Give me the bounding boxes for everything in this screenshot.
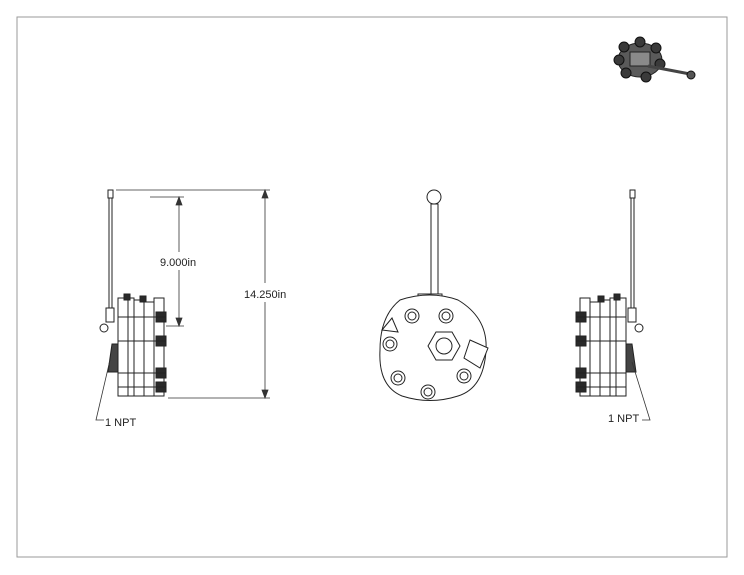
right-side-view	[575, 189, 644, 397]
callout-left-port: 1 NPT	[105, 417, 136, 429]
callout-right-port: 1 NPT	[608, 413, 639, 425]
sheet-border	[16, 16, 728, 558]
bolt-holes	[382, 308, 472, 400]
isometric-view-thumbnail	[613, 36, 696, 83]
dimension-lines	[95, 188, 270, 421]
callout-leader-right	[631, 361, 651, 421]
dimension-overall-height: 14.250in	[244, 289, 286, 301]
front-view	[379, 189, 489, 401]
left-side-view	[99, 189, 167, 397]
dimension-lever-height: 9.000in	[160, 257, 196, 269]
